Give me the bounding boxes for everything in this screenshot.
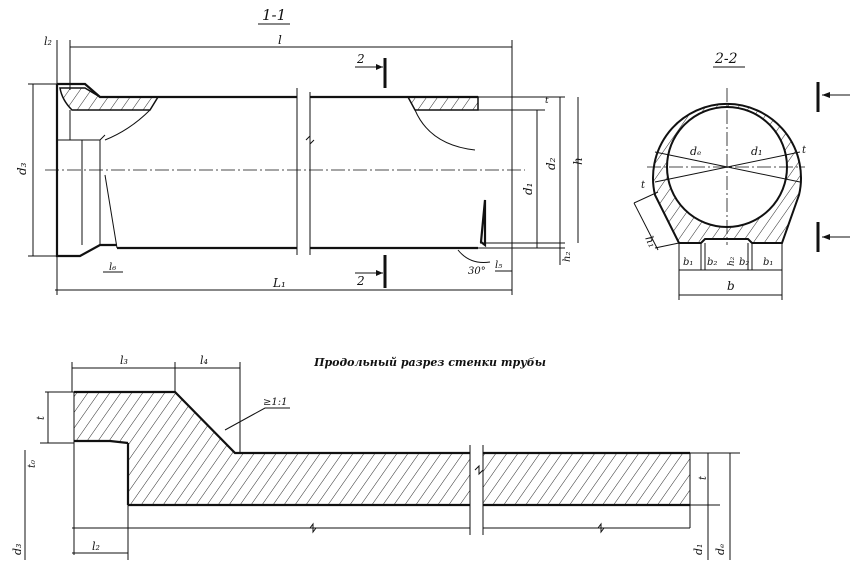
section-2-2-title: 2-2	[714, 51, 738, 67]
label-d3-wall: d₃	[11, 544, 24, 555]
label-t0: t₀	[27, 460, 38, 468]
label-slope: ≥1:1	[263, 397, 287, 408]
label-h1: h₁	[642, 234, 659, 250]
cut-label-top: 2	[356, 52, 365, 66]
label-l6: l₆	[109, 262, 116, 273]
label-h2: h₂	[562, 252, 573, 262]
cut-label-bottom: 2	[356, 274, 365, 288]
label-d1: d₁	[521, 183, 535, 196]
wall-section-caption: Продольный разрез стенки трубы	[313, 356, 546, 369]
label-l2: l₂	[44, 35, 52, 48]
section-2-2: 2-2 dₑ d₁ t t h₁ b₁ b₂ h₂ b₂ b₁ b	[633, 51, 850, 300]
label-l2-wall: l₂	[92, 540, 100, 553]
label-de: dₑ	[690, 145, 701, 158]
label-b2-right: b₂	[739, 257, 749, 268]
label-b: b	[727, 279, 735, 293]
label-de-wall: dₑ	[714, 544, 727, 555]
label-t: t	[545, 96, 549, 106]
label-t-wall: t	[698, 475, 709, 480]
label-angle: 30°	[468, 266, 486, 277]
label-t-right: t	[802, 145, 807, 156]
label-t-bell: t	[36, 415, 47, 420]
label-d3: d₃	[15, 162, 29, 175]
section-1-1: 1-1 l l₂ d₃ t d₁ d₂ h h₂ 30° l₅ l₆ L₁ 2 …	[15, 6, 585, 295]
label-l4: l₄	[200, 354, 208, 367]
label-L1: L₁	[272, 276, 286, 290]
label-h2-base: h₂	[727, 256, 737, 266]
pipe-top-edge	[57, 82, 478, 99]
label-d2: d₂	[544, 157, 558, 170]
label-l3: l₃	[120, 354, 128, 367]
label-d1-wall: d₁	[692, 544, 705, 555]
wall-section: Продольный разрез стенки трубы l₃ l₄ ≥1:…	[11, 354, 740, 560]
label-b1-right: b₁	[763, 257, 773, 268]
section-1-1-title: 1-1	[262, 6, 286, 24]
label-l5: l₅	[495, 260, 502, 271]
label-d1-circle: d₁	[751, 145, 762, 158]
label-b2-left: b₂	[707, 257, 717, 268]
label-b1-left: b₁	[683, 257, 693, 268]
label-t-left: t	[641, 180, 646, 191]
label-l: l	[278, 33, 282, 47]
